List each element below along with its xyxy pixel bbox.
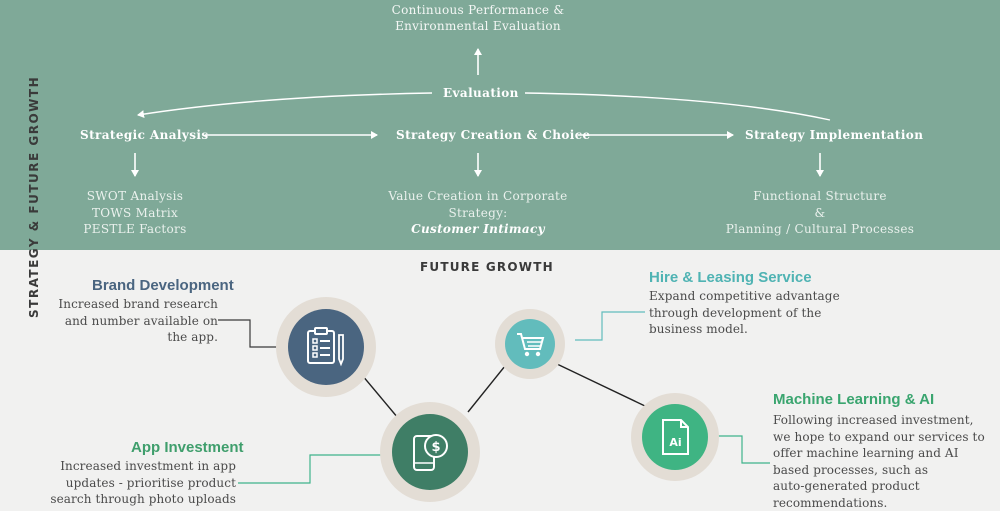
description-line: and number available on	[40, 313, 218, 330]
app-investment-title: App Investment	[131, 439, 244, 456]
link-app-hire	[468, 366, 505, 412]
description-line: Expand competitive advantage	[649, 288, 859, 305]
description-line: updates - prioritise product	[30, 475, 236, 492]
svg-text:$: $	[431, 440, 440, 455]
ai-file-icon: Ai	[657, 417, 693, 457]
brand-development-description: Increased brand research and number avai…	[40, 296, 218, 346]
machine-learning-disc: Ai	[642, 404, 708, 470]
shopping-cart-icon	[514, 328, 546, 360]
hire-leasing-disc	[505, 319, 555, 369]
description-line: Following increased investment,	[773, 412, 998, 429]
description-line: search through photo uploads	[30, 491, 236, 508]
machine-learning-title: Machine Learning & AI	[773, 391, 934, 408]
description-line: Increased investment in app	[30, 458, 236, 475]
hire-leasing-description: Expand competitive advantage through dev…	[649, 288, 859, 338]
description-line: recommendations.	[773, 495, 998, 511]
machine-learning-description: Following increased investment, we hope …	[773, 412, 998, 511]
clipboard-pencil-icon	[304, 325, 348, 369]
connector-hire	[575, 312, 645, 340]
link-brand-app	[362, 375, 398, 418]
description-line: business model.	[649, 321, 859, 338]
description-line: offer machine learning and AI	[773, 445, 998, 462]
phone-dollar-icon: $	[408, 430, 452, 474]
description-line: based processes, such as	[773, 462, 998, 479]
app-investment-disc: $	[392, 414, 468, 490]
description-line: through development of the	[649, 305, 859, 322]
ai-icon-text: Ai	[669, 436, 681, 449]
description-line: auto-generated product	[773, 478, 998, 495]
connector-ml	[718, 436, 770, 463]
description-line: Increased brand research	[40, 296, 218, 313]
brand-development-disc	[288, 309, 364, 385]
brand-development-title: Brand Development	[92, 277, 234, 294]
hire-leasing-title: Hire & Leasing Service	[649, 269, 812, 286]
description-line: the app.	[40, 329, 218, 346]
app-investment-description: Increased investment in app updates - pr…	[30, 458, 236, 508]
connector-brand	[218, 320, 285, 347]
link-hire-ml	[557, 364, 645, 406]
connector-app	[238, 455, 390, 483]
description-line: we hope to expand our services to	[773, 429, 998, 446]
